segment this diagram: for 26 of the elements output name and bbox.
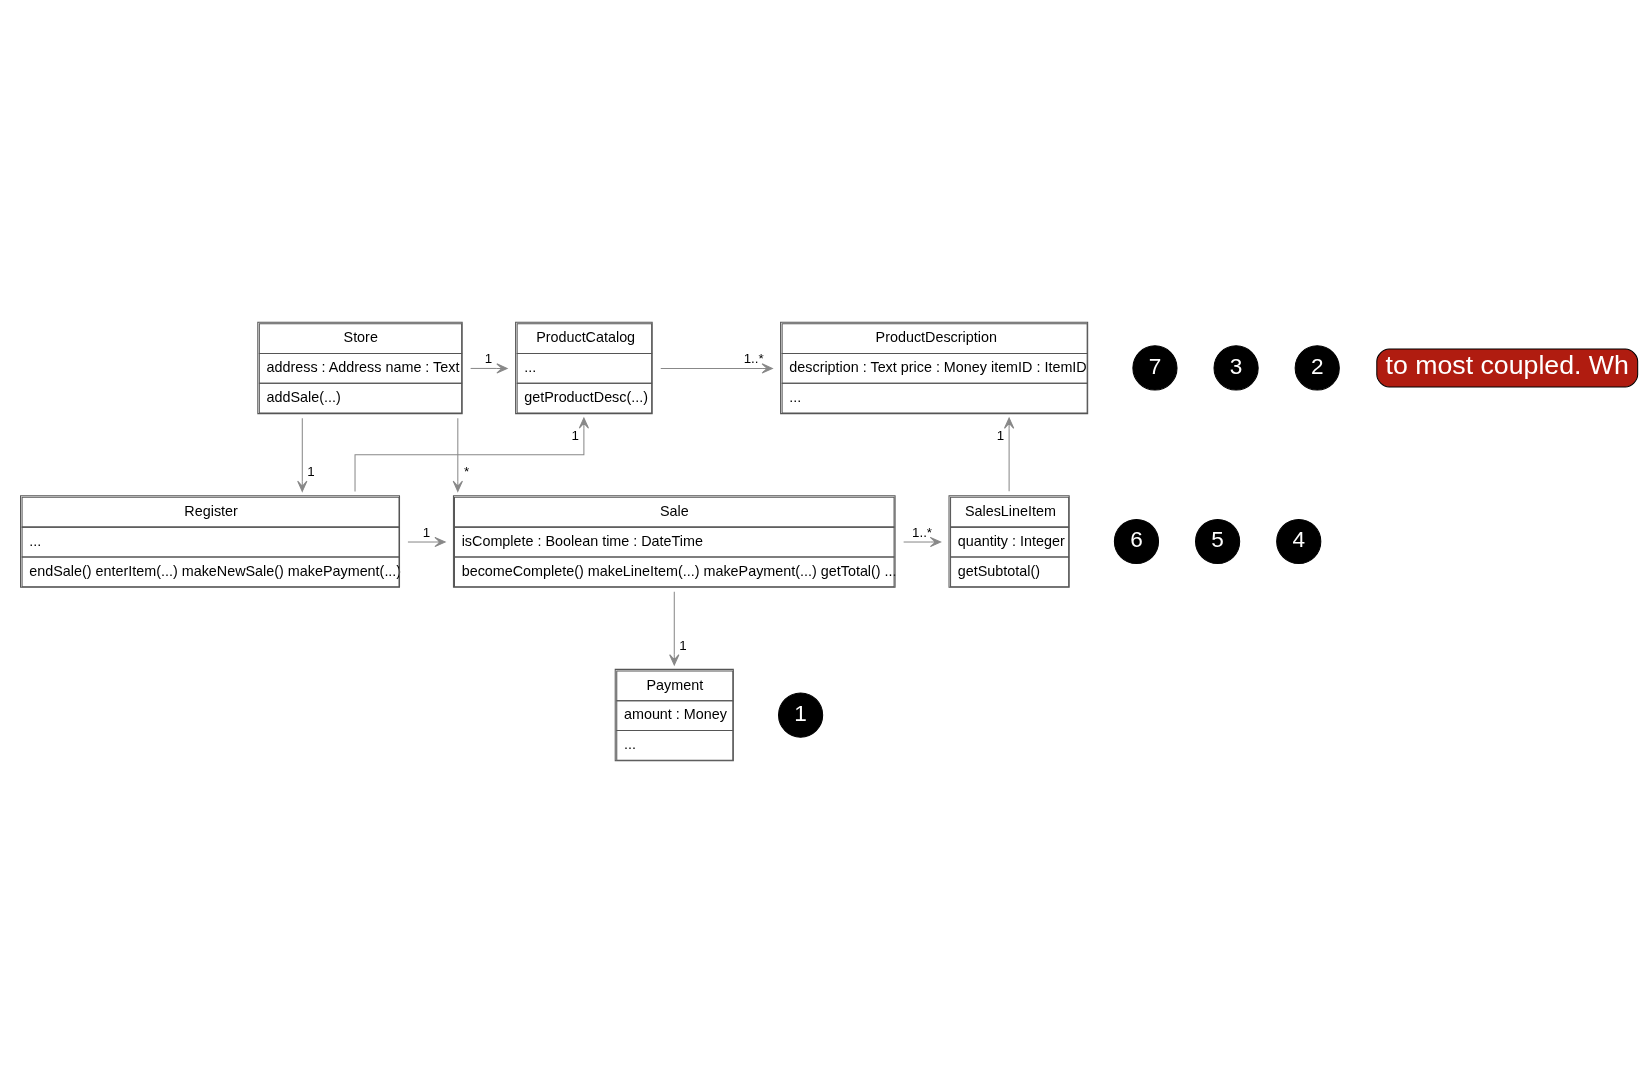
arrow [470, 362, 508, 374]
arrow [660, 362, 773, 374]
node-circle: 6 [1113, 518, 1160, 564]
edge-label: 1 [422, 524, 431, 540]
edge-label: 1 [571, 427, 579, 443]
arrow [1003, 417, 1015, 492]
edge-label: * [463, 463, 470, 479]
node-circle: 4 [1276, 518, 1322, 564]
node-circle: 5 [1195, 518, 1241, 564]
arrow [297, 417, 308, 492]
arrow [669, 590, 680, 665]
edge-label: 1 [484, 350, 493, 366]
node-circle: 2 [1294, 344, 1340, 390]
node-circle: 7 [1132, 344, 1178, 390]
edge-label: 1 [307, 463, 315, 479]
arrow [354, 416, 590, 492]
edge-label: 1..* [912, 524, 933, 540]
edge-label: 1..* [743, 350, 764, 366]
node-circle: 3 [1213, 344, 1259, 390]
arrow [452, 417, 463, 492]
node-circle: 1 [778, 692, 824, 738]
arrow [903, 536, 942, 547]
edge-label: 1 [679, 637, 687, 653]
arrow [407, 536, 446, 547]
edge-label: 1 [996, 427, 1005, 443]
label: to most coupled. Wh [1385, 349, 1629, 380]
